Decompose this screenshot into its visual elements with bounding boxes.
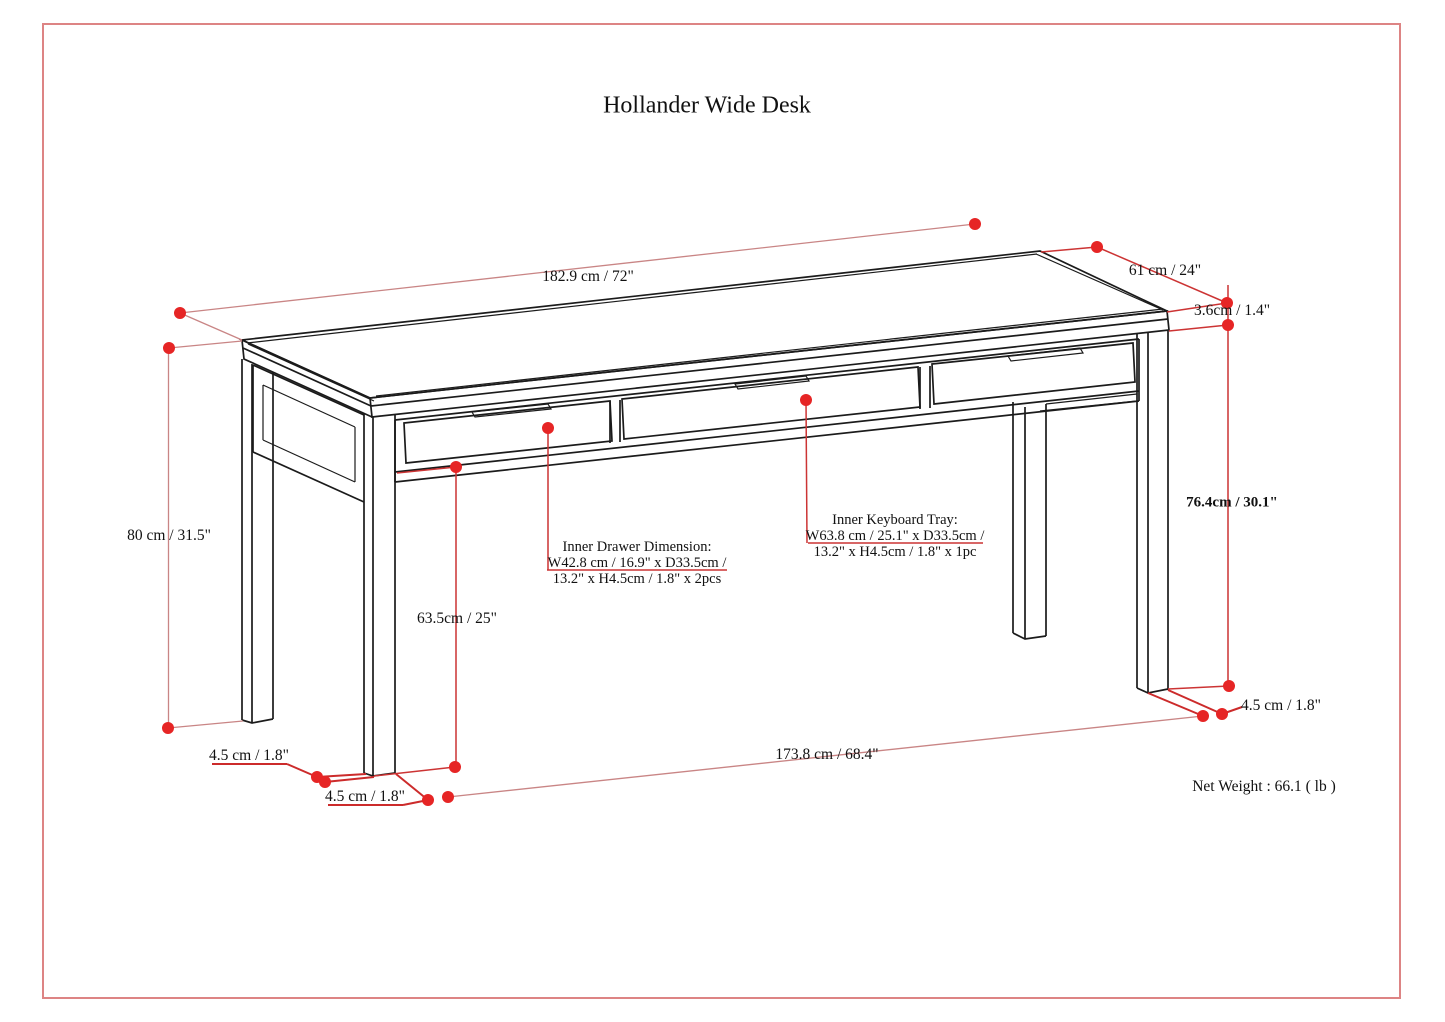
page-border <box>42 23 1401 999</box>
inner-drawer-annotation-line3: 13.2" x H4.5cm / 1.8" x 2pcs <box>552 570 722 587</box>
inner-keyboard-annotation-line1: Inner Keyboard Tray: <box>832 512 958 528</box>
dimension-height-left-label: 80 cm / 31.5" <box>127 527 211 544</box>
net-weight-label: Net Weight : 66.1 ( lb ) <box>1192 778 1336 795</box>
dimension-width-label: 182.9 cm / 72" <box>542 268 634 285</box>
dimension-top-thickness-label: 3.6cm / 1.4" <box>1193 302 1271 319</box>
dimension-leg-width-front-left-label: 4.5 cm / 1.8" <box>325 788 405 805</box>
inner-keyboard-annotation-line2: W63.8 cm / 25.1" x D33.5cm / <box>805 527 985 544</box>
dimension-leg-width-right-label: 4.5 cm / 1.8" <box>1241 697 1321 714</box>
diagram-title: Hollander Wide Desk <box>603 92 811 119</box>
inner-drawer-annotation-line1: Inner Drawer Dimension: <box>562 539 712 555</box>
dimension-leg-width-back-left-label: 4.5 cm / 1.8" <box>209 747 289 764</box>
measurement-dots <box>162 218 1235 806</box>
dimension-lines <box>167 223 1243 806</box>
dimension-knee-clearance-label: 63.5cm / 25" <box>417 610 497 627</box>
dimension-depth-label: 61 cm / 24" <box>1128 262 1202 279</box>
inner-drawer-annotation-line2: W42.8 cm / 16.9" x D33.5cm / <box>547 554 727 571</box>
inner-keyboard-annotation-line3: 13.2" x H4.5cm / 1.8" x 1pc <box>813 543 977 560</box>
dimension-leg-span-label: 173.8 cm / 68.4" <box>775 746 879 763</box>
inner-keyboard-annotation: Inner Keyboard Tray: W63.8 cm / 25.1" x … <box>805 512 985 560</box>
dimension-height-right-label: 76.4cm / 30.1" <box>1186 494 1278 511</box>
desk-line-drawing <box>238 250 1171 777</box>
inner-drawer-annotation: Inner Drawer Dimension: W42.8 cm / 16.9"… <box>547 539 727 587</box>
